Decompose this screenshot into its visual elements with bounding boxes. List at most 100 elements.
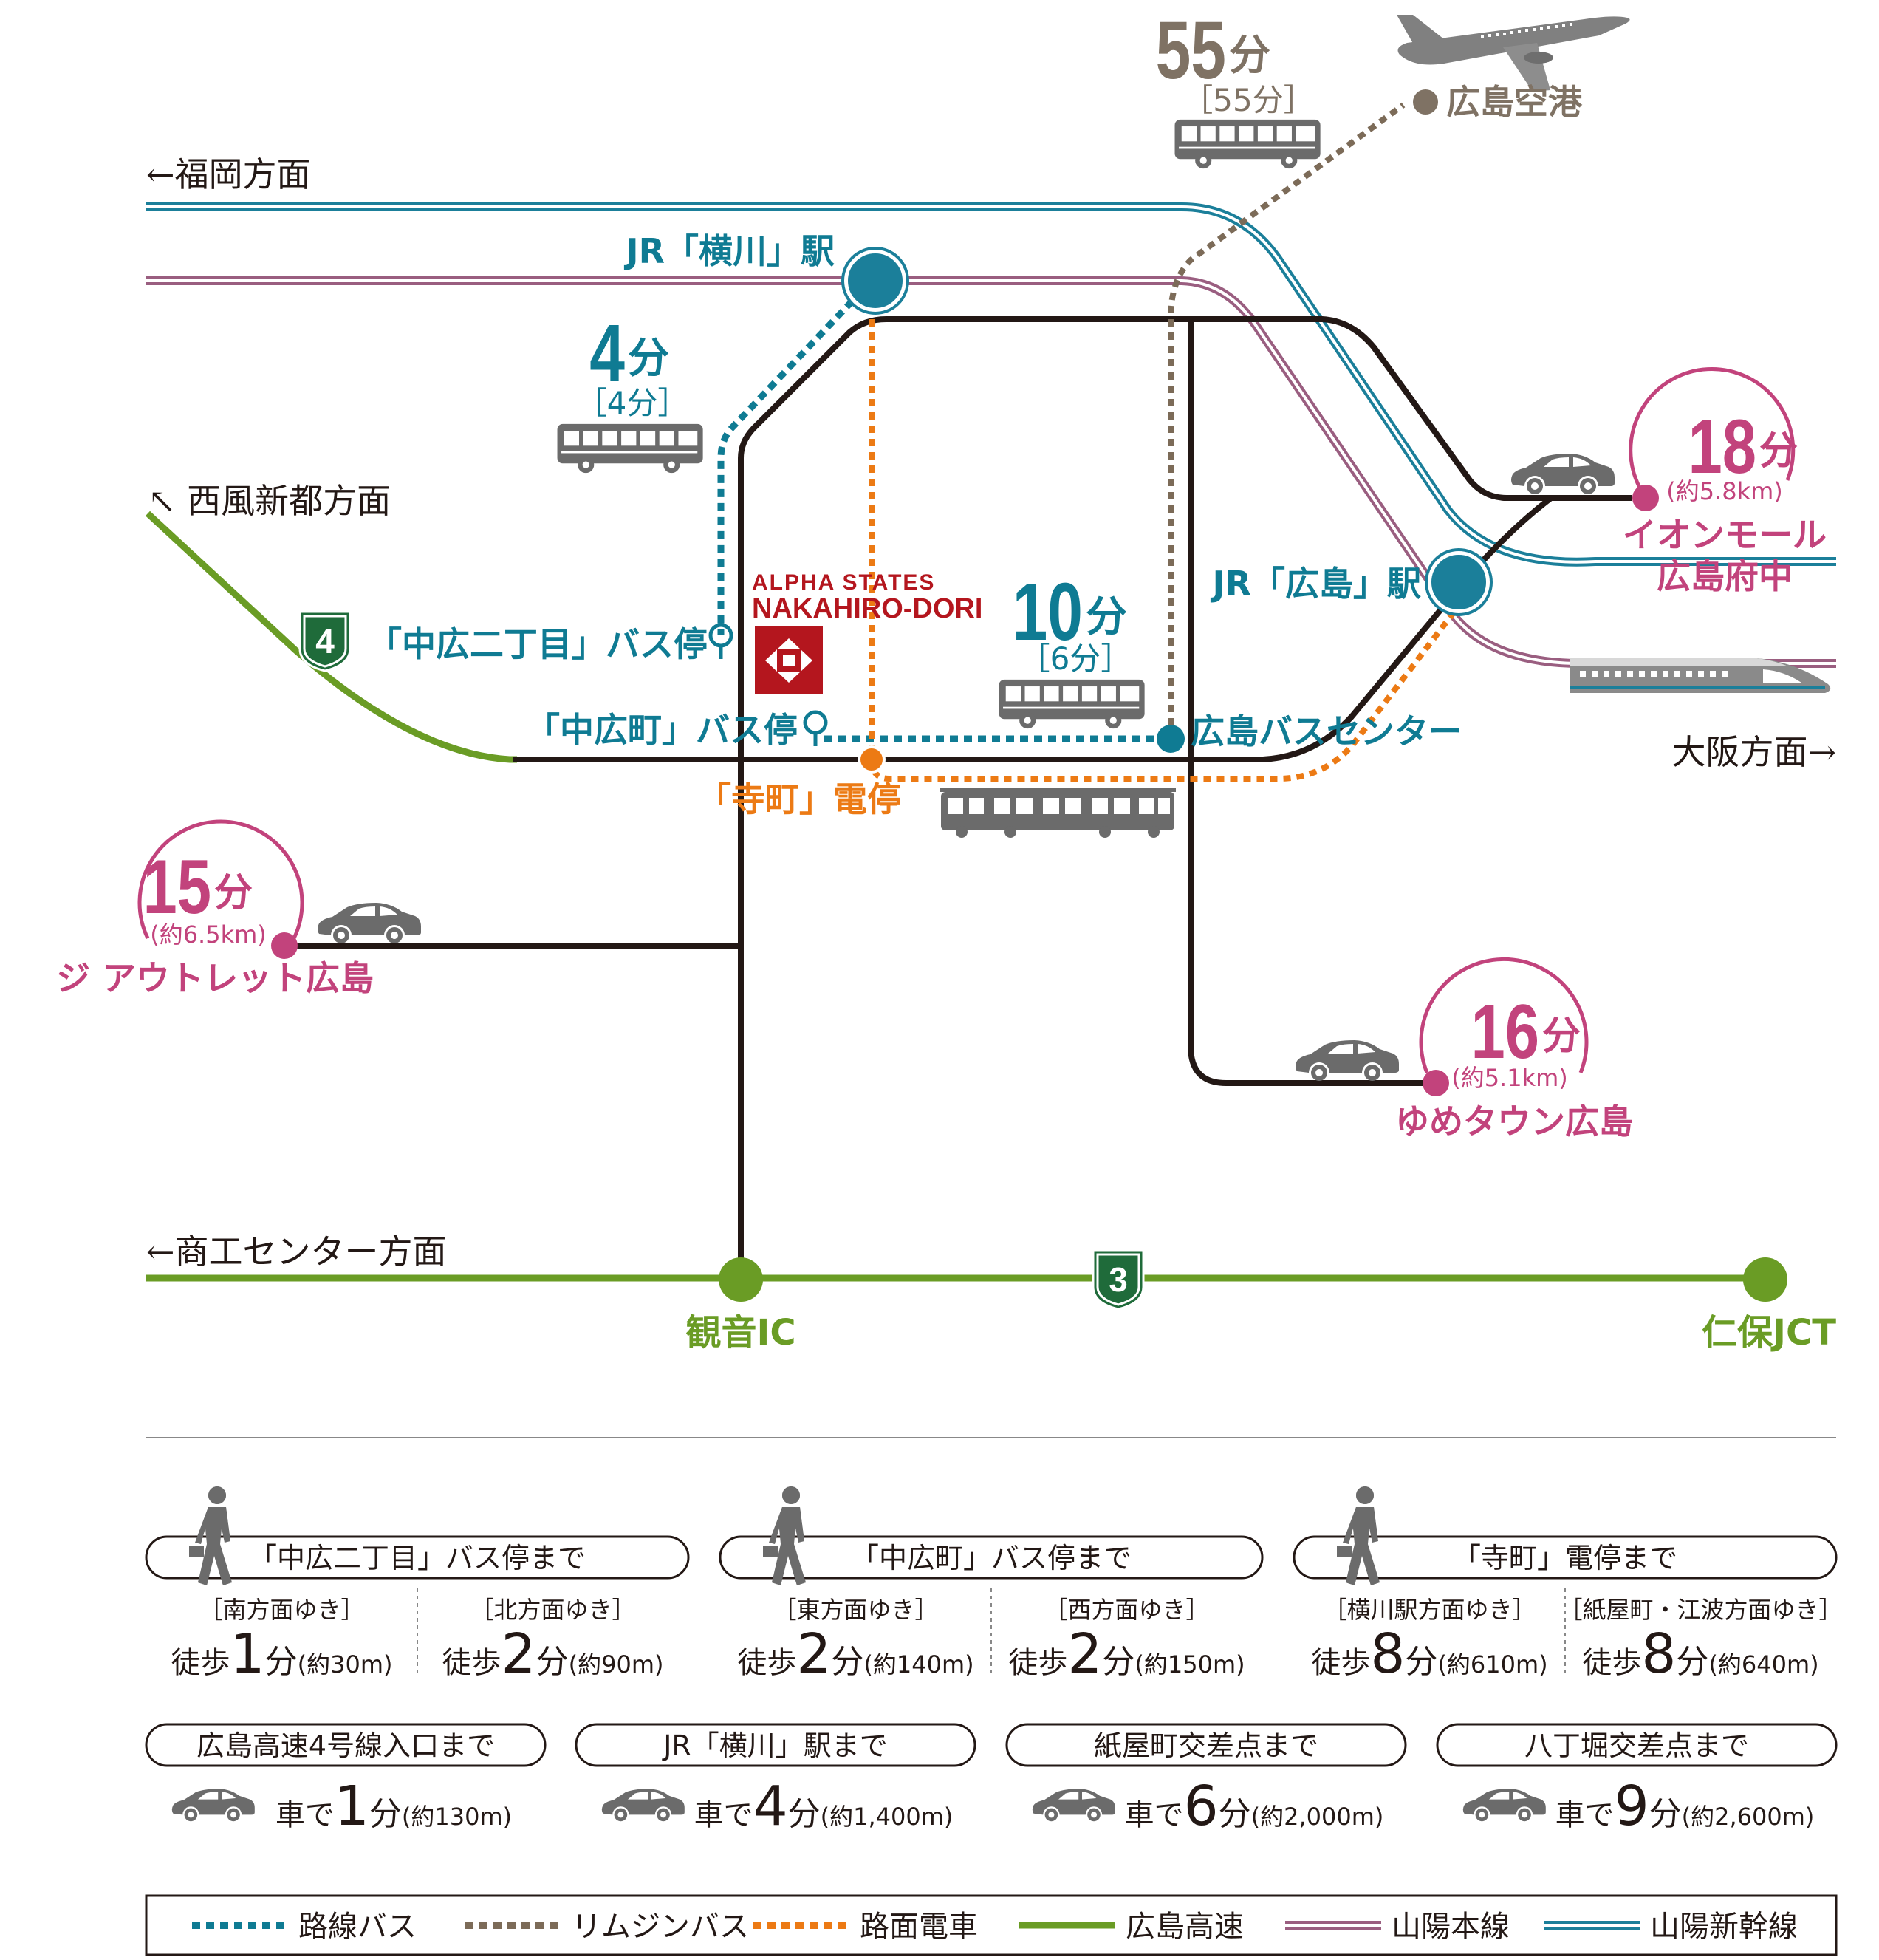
kannon-ic-marker — [719, 1257, 763, 1302]
car-title-pill — [1005, 1723, 1407, 1767]
walking-times: 「中広二丁目」バス停まで［南方面ゆき］徒歩1分(約30m)［北方面ゆき］徒歩2分… — [145, 1486, 1843, 1686]
car-title: 紙屋町交差点まで — [1094, 1729, 1318, 1762]
property-name-line2: NAKAHIRO-DORI — [752, 593, 982, 624]
svg-text:ゆめタウン広島: ゆめタウン広島 — [1395, 1102, 1633, 1141]
route-bus-icon-buscenter — [999, 679, 1145, 729]
legend-label: 路線バス — [298, 1910, 417, 1944]
teramachi-marker — [858, 745, 886, 774]
walk-time: 徒歩2分(約140m) — [737, 1622, 973, 1686]
hiroshima-station-marker — [1425, 548, 1493, 616]
legend-label: 山陽新幹線 — [1650, 1910, 1798, 1944]
walk-time: 徒歩8分(約640m) — [1582, 1622, 1818, 1686]
limousine-bus-icon — [1174, 119, 1321, 169]
car-icon — [171, 1789, 255, 1822]
walk-time: 徒歩2分(約150m) — [1008, 1622, 1245, 1686]
walk-title-pill — [1293, 1535, 1838, 1580]
svg-text:(約6.5km): (約6.5km) — [150, 921, 267, 949]
svg-text:分: 分 — [628, 335, 669, 383]
aeon-callout: 18 分 (約5.8km) イオンモール 広島府中 — [1623, 367, 1827, 596]
car-icon — [1032, 1789, 1115, 1822]
legend-item: 広島高速 — [1019, 1910, 1244, 1944]
route-4-shield-icon: 4 — [298, 610, 352, 672]
svg-text:分: 分 — [214, 871, 253, 915]
direction-osaka: 大阪方面→ — [1671, 732, 1836, 772]
car-title: JR「横川」駅まで — [662, 1729, 888, 1762]
car-title-pill — [1436, 1723, 1838, 1767]
walk-card: 「中広町」バス停まで［東方面ゆき］徒歩2分(約140m)［西方面ゆき］徒歩2分(… — [719, 1486, 1264, 1686]
route-bus-yokogawa — [717, 278, 875, 635]
route-3-shield-icon: 3 — [1092, 1249, 1145, 1311]
nakahiro-cho-pin-icon — [803, 710, 828, 746]
legend-item: リムジンバス — [465, 1910, 749, 1944]
direction-saifu: ↖ 西風新都方面 — [148, 481, 391, 521]
walk-time: 徒歩1分(約30m) — [171, 1622, 393, 1686]
svg-text:イオンモール: イオンモール — [1623, 515, 1827, 555]
yokogawa-station-marker — [841, 247, 909, 315]
time-airport: 55 分 ［55分］ — [1156, 5, 1315, 118]
nakahiro-2chome-pin-icon — [708, 623, 733, 659]
svg-text:15: 15 — [143, 844, 211, 929]
car-title-pill — [575, 1723, 976, 1767]
svg-text:ジ アウトレット広島: ジ アウトレット広島 — [56, 958, 374, 998]
svg-text:4: 4 — [315, 622, 335, 660]
youme-callout: 16 分 (約5.1km) ゆめタウン広島 — [1395, 957, 1633, 1141]
svg-text:3: 3 — [1109, 1260, 1128, 1299]
bus-center-label: 広島バスセンター — [1191, 711, 1462, 751]
legend-item: 山陽本線 — [1285, 1910, 1510, 1944]
yokogawa-station-label: JR「横川」駅 — [623, 231, 835, 271]
airport-marker — [1413, 89, 1438, 115]
car-time: 車で9分(約2,600m) — [1555, 1775, 1815, 1838]
airplane-icon — [1397, 15, 1630, 92]
svg-text:18: 18 — [1688, 403, 1756, 489]
svg-text:16: 16 — [1471, 988, 1539, 1074]
tram-route — [869, 319, 1462, 782]
walk-title-pill — [719, 1535, 1264, 1580]
walk-direction: ［紙屋町・江波方面ゆき］ — [1558, 1596, 1842, 1624]
direction-fukuoka: ←福岡方面 — [146, 154, 311, 194]
walk-direction: ［西方面ゆき］ — [1044, 1596, 1209, 1624]
svg-text:(約5.1km): (約5.1km) — [1451, 1064, 1568, 1092]
walk-direction: ［南方面ゆき］ — [199, 1596, 364, 1624]
niho-jct-marker — [1743, 1257, 1787, 1302]
property-logo-icon — [755, 626, 823, 694]
airport-label: 広島空港 — [1446, 82, 1583, 122]
limousine-bus-route — [1168, 102, 1406, 739]
legend-label: 山陽本線 — [1392, 1910, 1510, 1944]
car-time: 車で1分(約130m) — [275, 1775, 512, 1838]
walk-title: 「中広二丁目」バス停まで — [249, 1542, 586, 1574]
walk-direction: ［横川駅方面ゆき］ — [1323, 1596, 1536, 1624]
walk-time: 徒歩2分(約90m) — [442, 1622, 664, 1686]
nakahiro-cho-label: 「中広町」バス停 — [526, 710, 798, 750]
youme-marker — [1423, 1070, 1449, 1096]
svg-text:［4分］: ［4分］ — [576, 385, 689, 421]
svg-text:4: 4 — [589, 308, 625, 399]
car-time: 車で6分(約2,000m) — [1125, 1775, 1384, 1838]
property-name-line1: ALPHA STATES — [752, 570, 935, 595]
legend: 路線バス リムジンバス路面電車 広島高速 山陽本線 山陽新幹線 — [192, 1910, 1798, 1944]
legend-item: 路面電車 — [753, 1910, 978, 1944]
legend-item: 山陽新幹線 — [1544, 1910, 1798, 1944]
walk-direction: ［北方面ゆき］ — [470, 1596, 635, 1624]
route-bus-icon-yokogawa — [557, 423, 703, 474]
niho-jct-label: 仁保JCT — [1702, 1312, 1836, 1353]
svg-text:［6分］: ［6分］ — [1019, 641, 1132, 677]
svg-text:10: 10 — [1013, 567, 1083, 658]
svg-text:広島府中: 広島府中 — [1657, 556, 1793, 596]
legend-box — [145, 1894, 1838, 1956]
outlet-callout: 15 分 (約6.5km) ジ アウトレット広島 — [56, 819, 374, 998]
driving-times: 広島高速4号線入口まで車で1分(約130m)JR「横川」駅まで車で4分(約1,4… — [145, 1723, 1838, 1838]
car-icon — [1462, 1789, 1546, 1822]
car-icon-youme — [1296, 1040, 1399, 1081]
svg-text:分: 分 — [1542, 1014, 1581, 1059]
tram-icon — [940, 788, 1176, 838]
car-time: 車で4分(約1,400m) — [694, 1775, 954, 1838]
svg-text:55: 55 — [1156, 5, 1226, 96]
car-icon-outlet — [318, 903, 421, 943]
svg-text:分: 分 — [1759, 429, 1798, 474]
svg-text:分: 分 — [1229, 32, 1270, 80]
walk-title: 「中広町」バス停まで — [851, 1542, 1132, 1574]
